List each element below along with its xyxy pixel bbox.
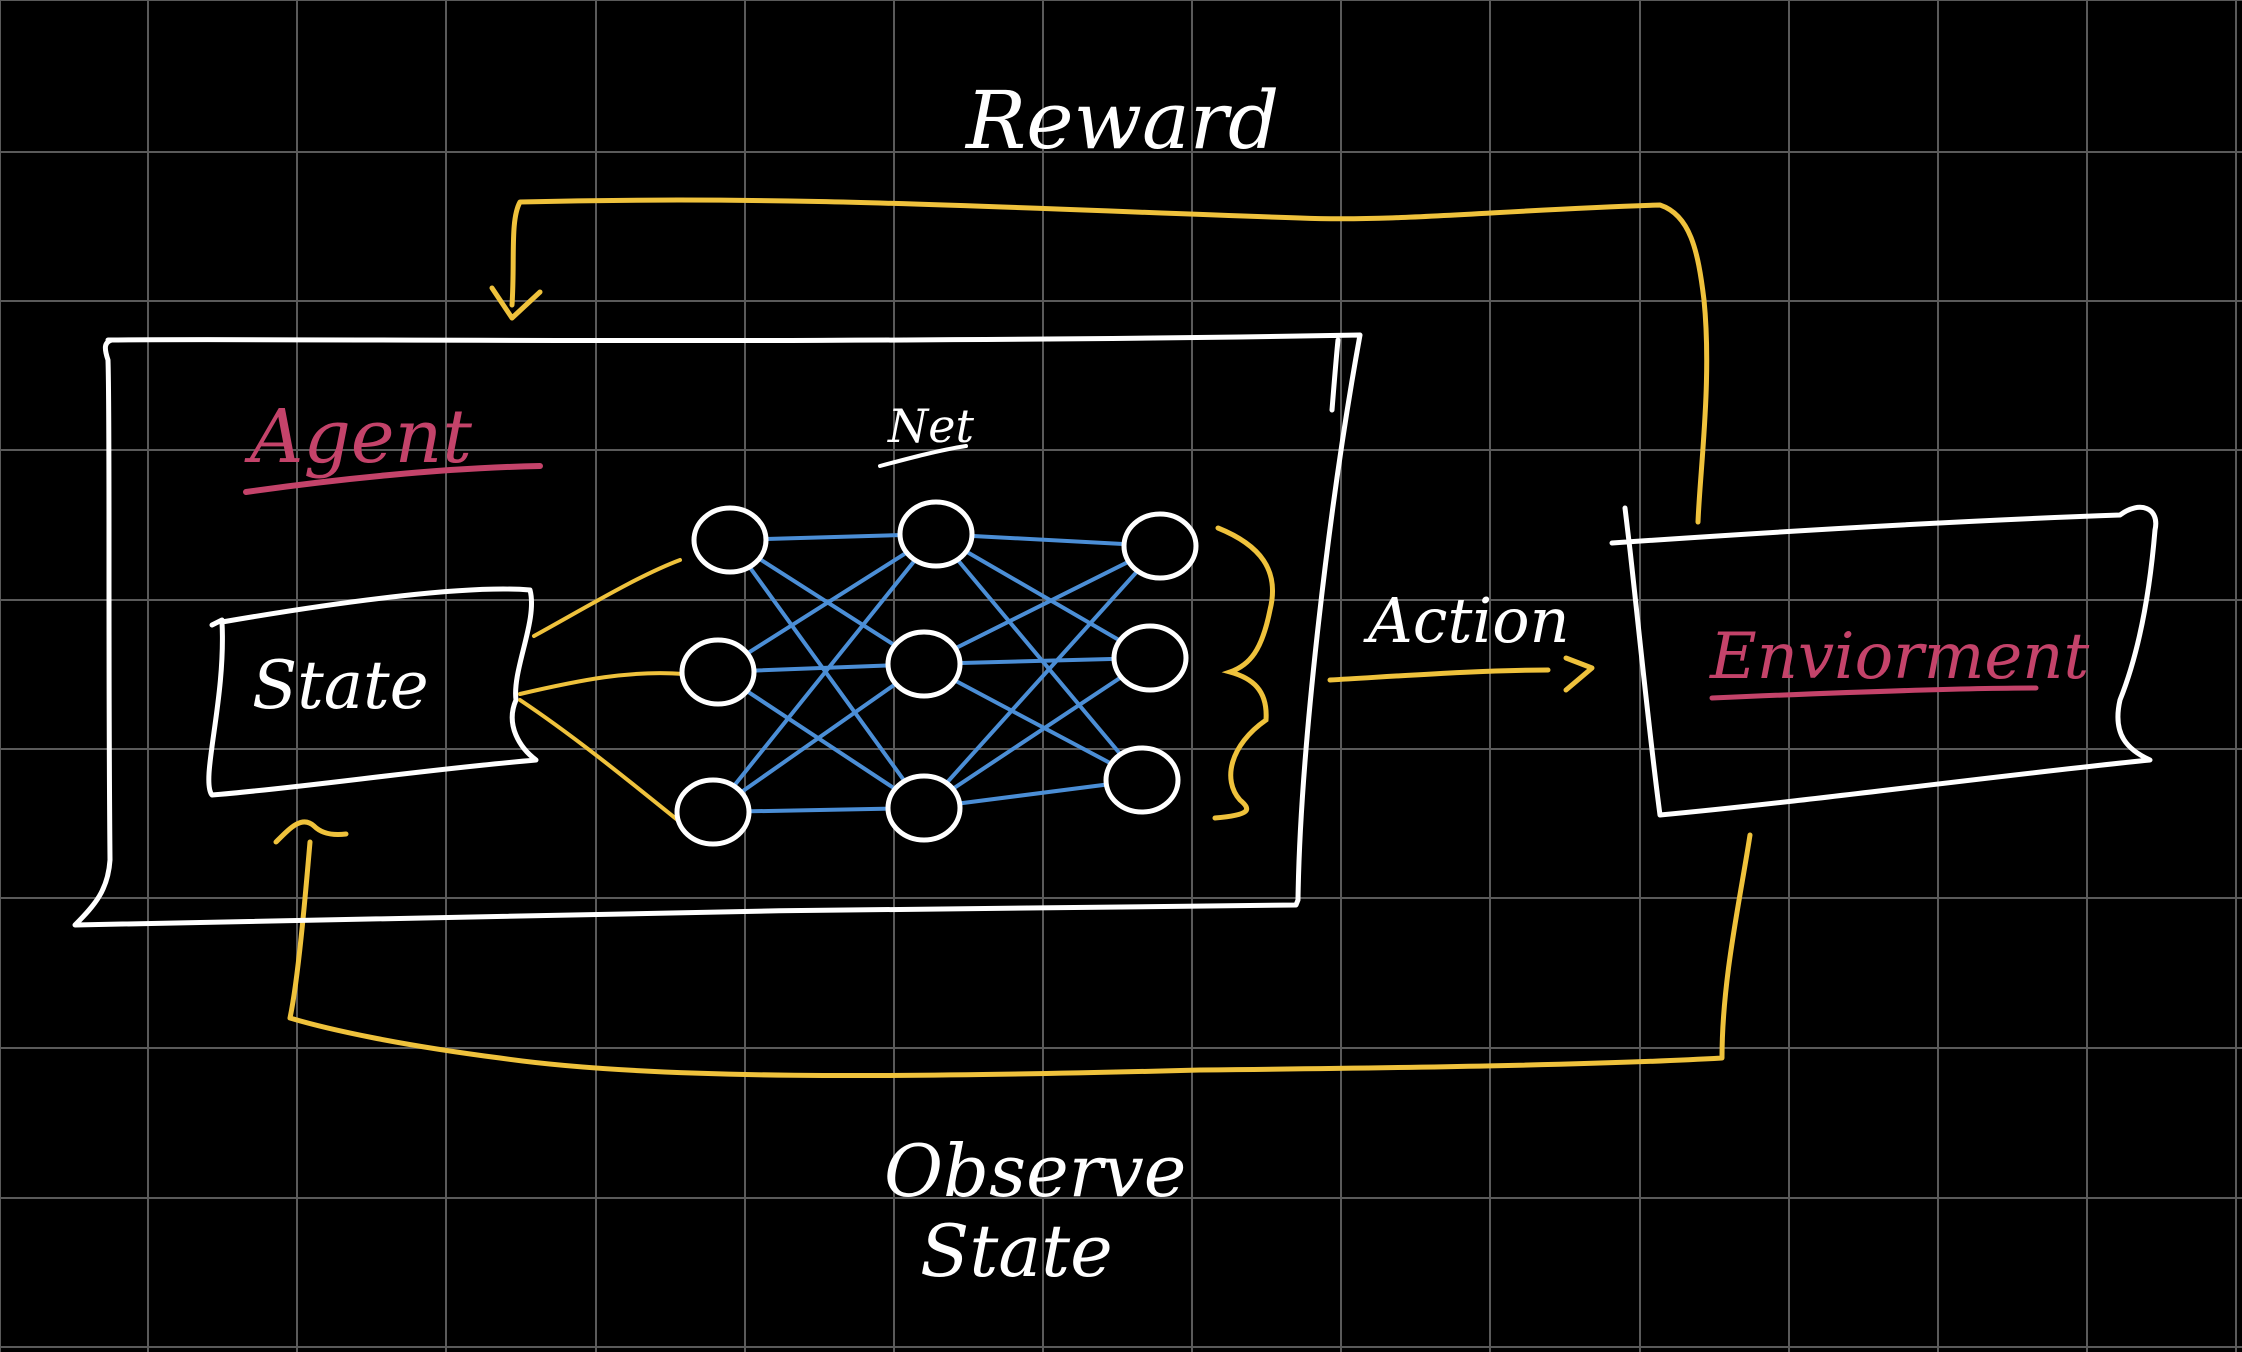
environment-underline: [1709, 685, 2039, 701]
network-node: [679, 637, 757, 707]
network-node: [1121, 511, 1199, 581]
state-box: [206, 586, 539, 798]
network-edge: [934, 532, 1144, 782]
network-node: [885, 629, 963, 699]
reward-label: Reward: [964, 74, 1279, 167]
environment-label: Enviorment: [1709, 620, 2089, 694]
input-connectors: [518, 558, 692, 832]
action-arrow: [1327, 655, 1595, 693]
network-node: [897, 499, 975, 569]
agent-box: [72, 332, 1363, 928]
output-brace: [1212, 525, 1276, 821]
network-edge: [728, 538, 926, 810]
network-edge: [922, 656, 1152, 810]
network-edge: [922, 544, 1162, 810]
net-underline: [878, 444, 968, 468]
network-edge: [922, 544, 1162, 666]
observe-state-label: State: [920, 1209, 1113, 1293]
network-edge: [716, 532, 938, 674]
state-label: State: [252, 647, 429, 724]
network-node: [674, 777, 752, 847]
network-node: [1103, 745, 1181, 815]
network-nodes: [674, 499, 1199, 847]
net-label: Net: [887, 399, 974, 453]
agent-underline: [243, 463, 543, 495]
network-edge: [922, 662, 1144, 782]
observe-label: Observe: [884, 1129, 1186, 1213]
agent-label: Agent: [244, 394, 472, 480]
network-edge: [934, 532, 1152, 660]
action-label: Action: [1363, 584, 1570, 657]
network-edge: [711, 532, 938, 814]
network-node: [1111, 623, 1189, 693]
network-node: [885, 773, 963, 843]
network-node: [691, 505, 769, 575]
observe-state-arrow: [273, 819, 1753, 1079]
reward-arrow: [489, 197, 1710, 525]
network-edge: [716, 670, 926, 810]
network-edge: [711, 662, 926, 814]
environment-box: [1609, 504, 2159, 818]
